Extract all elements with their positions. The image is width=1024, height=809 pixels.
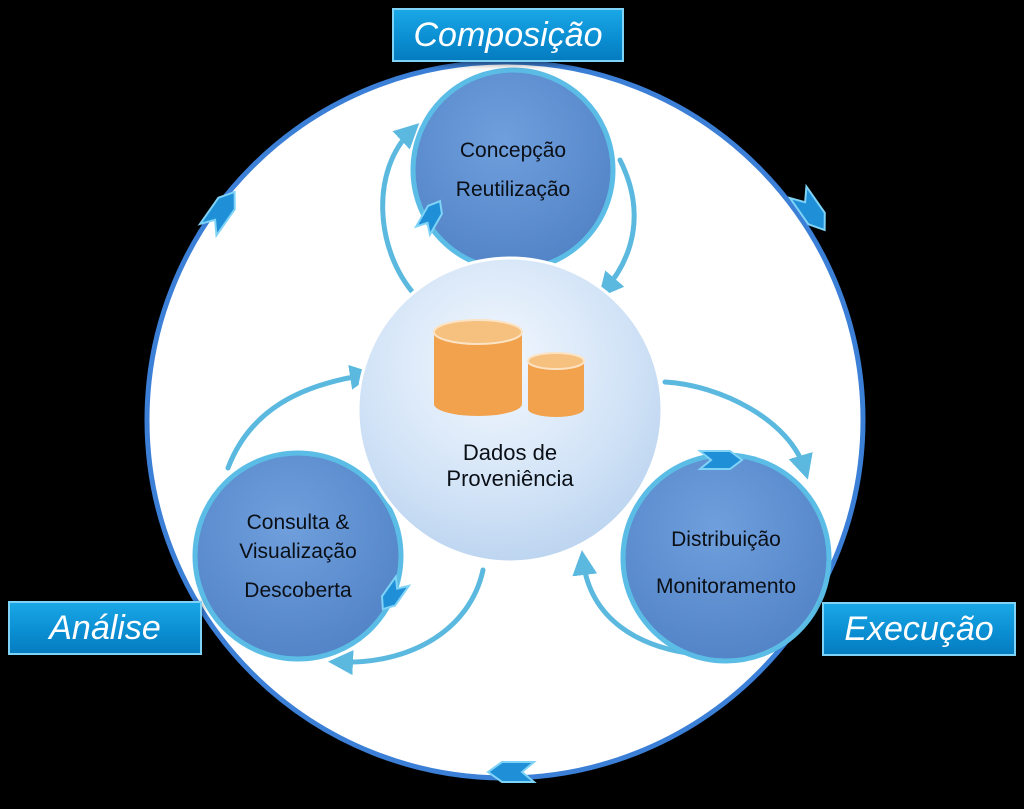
center-label-line1: Dados de [462, 440, 558, 465]
arrow-left-lower [328, 567, 486, 676]
center-label-line2: Proveniência [446, 466, 574, 492]
node-right-label: Distribuição Monitoramento [630, 527, 822, 599]
node-right-line1: Distribuição [671, 528, 781, 551]
node-left-line2: Visualização [239, 540, 357, 564]
node-left-line1: Consulta & [246, 511, 350, 534]
phase-label-analise: Análise [8, 601, 202, 655]
phase-label-execucao: Execução [822, 602, 1016, 656]
chevron-icon-top-node [413, 199, 443, 238]
arrow-top-right [598, 157, 637, 298]
arrow-left-upper [225, 364, 375, 471]
node-top-label: Concepção Reutilização [423, 138, 603, 202]
chevron-icon-left-node [380, 573, 412, 611]
chevron-icon-right-node [697, 450, 744, 470]
node-left-line3: Descoberta [244, 579, 352, 603]
database-icon [433, 319, 585, 417]
node-right-line2: Monitoramento [655, 575, 797, 599]
phase-label-composicao: Composição [392, 8, 624, 62]
chevron-arrow-icon-upper-right [787, 183, 826, 232]
database-cylinder-small [527, 352, 585, 417]
center-label: Dados de Proveniência [420, 440, 600, 493]
node-top-line2: Reutilização [455, 178, 571, 202]
node-analise-circle [192, 450, 404, 662]
node-top-line1: Concepção [459, 139, 567, 162]
inner-cycle-arrows [225, 123, 813, 676]
chevron-arrow-icon-bottom [486, 761, 537, 783]
arrow-top-left [380, 123, 420, 298]
node-left-label: Consulta & Visualização Descoberta [208, 510, 388, 604]
database-cylinder-large [433, 319, 523, 416]
arrow-right-upper [662, 379, 813, 480]
chevron-arrow-icon-upper-left [197, 190, 236, 239]
